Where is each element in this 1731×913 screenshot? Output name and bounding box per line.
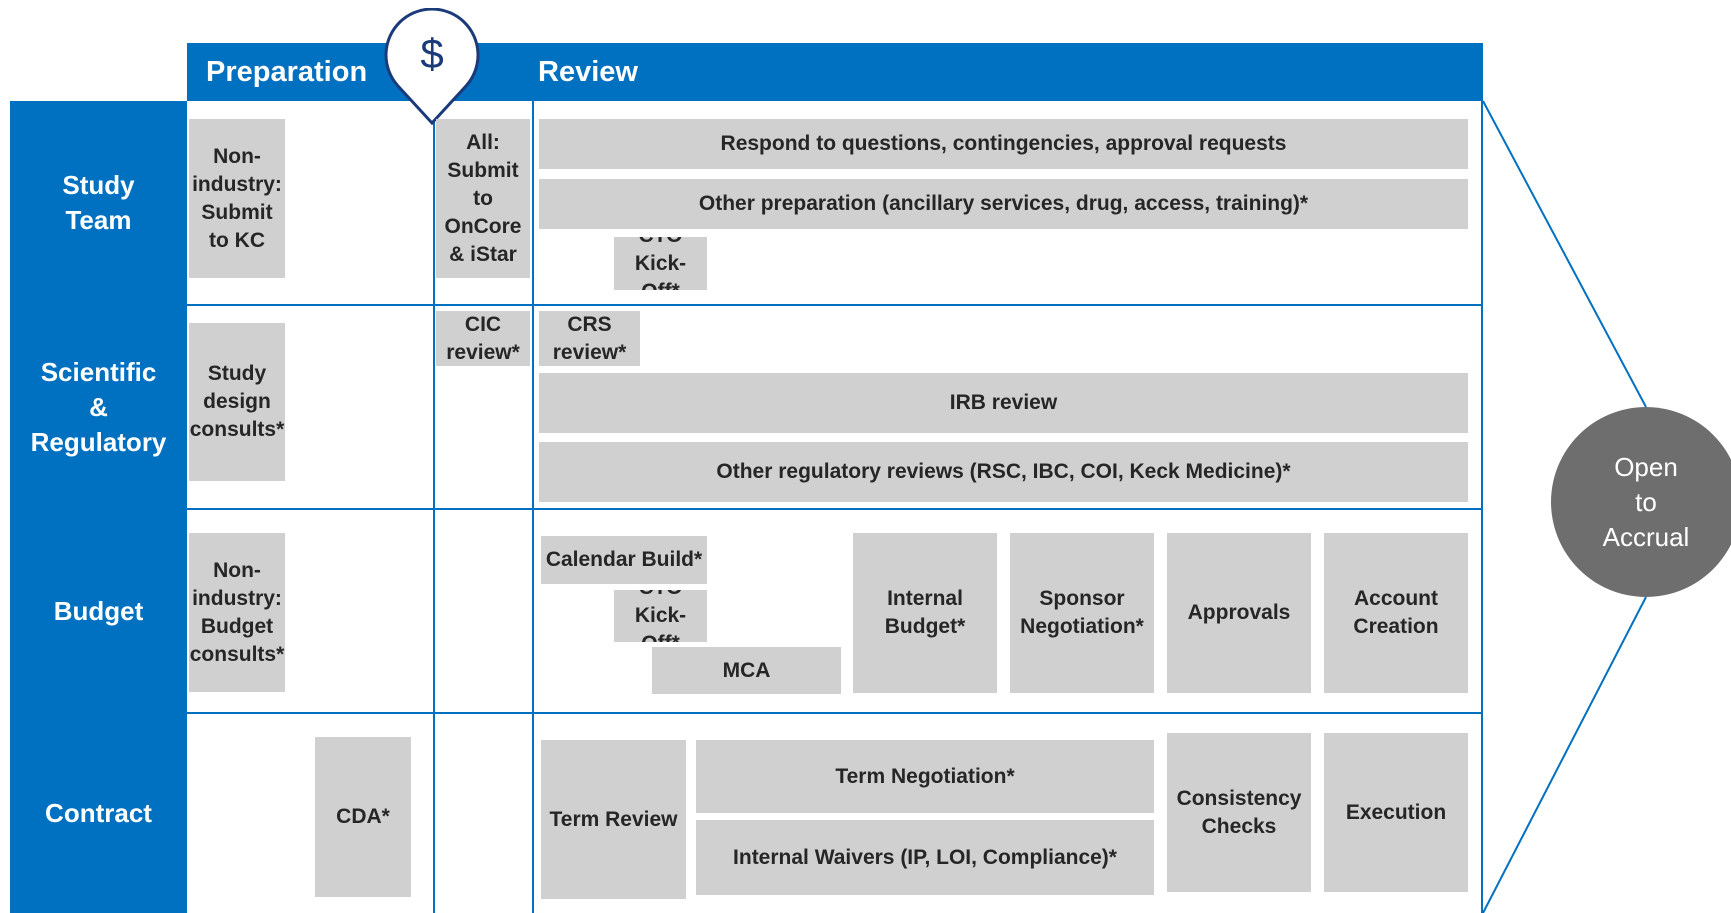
box-calendar-build: Calendar Build* [541, 536, 707, 584]
box-consistency-checks: Consistency Checks [1167, 733, 1311, 892]
box-approvals: Approvals [1167, 533, 1311, 693]
row-divider-3 [187, 712, 1483, 714]
box-cto-kickoff-study: CTO Kick-Off* [614, 237, 707, 290]
box-cto-kickoff-budget: CTO Kick-Off* [614, 590, 707, 642]
row-label-budget: Budget [53, 595, 144, 626]
header-review: Review [538, 56, 638, 88]
box-account-creation: Account Creation [1324, 533, 1468, 693]
box-non-industry-submit-kc: Non-industry: Submit to KC [189, 119, 285, 278]
box-internal-waivers: Internal Waivers (IP, LOI, Compliance)* [696, 820, 1154, 895]
box-other-preparation: Other preparation (ancillary services, d… [539, 179, 1468, 229]
row-divider-2 [187, 508, 1483, 510]
box-irb-review: IRB review [539, 373, 1468, 433]
row-label-column [10, 101, 187, 913]
dollar-sign: $ [420, 30, 444, 77]
box-cic-review: CIC review* [436, 311, 530, 366]
box-term-review: Term Review [541, 740, 686, 899]
box-study-design-consults: Study design consults* [189, 323, 285, 481]
divider-review-end [1481, 101, 1483, 913]
row-label-study-team: Study Team [62, 170, 135, 235]
outcome-open-to-accrual: Open to Accrual [1551, 407, 1731, 597]
box-other-regulatory: Other regulatory reviews (RSC, IBC, COI,… [539, 442, 1468, 502]
box-cda: CDA* [315, 737, 411, 897]
box-respond-questions: Respond to questions, contingencies, app… [539, 119, 1468, 169]
box-non-industry-budget: Non-industry: Budget consults* [189, 533, 285, 692]
box-all-submit-oncore: All: Submit to OnCore & iStar [436, 119, 530, 278]
box-mca: MCA [652, 647, 841, 694]
box-internal-budget: Internal Budget* [853, 533, 997, 693]
payment-pin-icon [382, 8, 482, 126]
box-crs-review: CRS review* [539, 311, 640, 366]
row-label-contract: Contract [45, 797, 152, 828]
header-preparation: Preparation [206, 56, 368, 88]
box-term-negotiation: Term Negotiation* [696, 740, 1154, 813]
divider-submit-review [532, 101, 534, 913]
box-sponsor-negotiation: Sponsor Negotiation* [1010, 533, 1154, 693]
divider-prep-submit [433, 101, 435, 913]
box-execution: Execution [1324, 733, 1468, 892]
row-divider-1 [187, 304, 1483, 306]
row-label-scientific-regulatory: Scientific & Regulatory [30, 356, 167, 457]
